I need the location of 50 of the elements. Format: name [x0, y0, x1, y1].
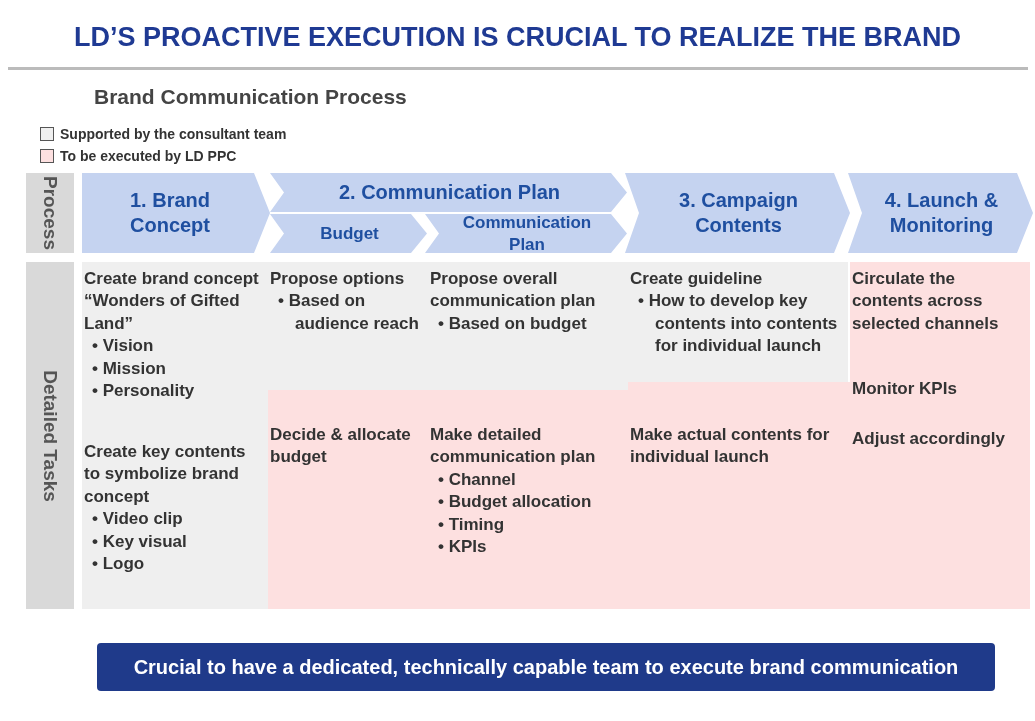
process-step-banner — [270, 173, 627, 212]
step-title: 1. Brand Concept — [129, 188, 211, 238]
task-panel — [628, 262, 848, 382]
band-label: Process — [39, 176, 61, 250]
legend-text: Supported by the consultant team — [60, 126, 287, 142]
task-text: Create key contents to symbolize brand concept — [84, 441, 247, 508]
step-title: 4. Launch & Monitoring — [883, 188, 1000, 238]
task-text: Create brand concept “Wonders of Gifted Land” — [84, 268, 260, 335]
task-text: Make actual contents for individual launch — [630, 424, 831, 469]
bullet-item: • Personality — [92, 380, 196, 403]
task-text: Create guideline — [630, 268, 763, 290]
bullet-item: • Mission — [92, 357, 167, 380]
task-text: Make detailed communication plan — [430, 424, 597, 469]
bullet-item: • KPIs — [438, 536, 488, 559]
bullet-item: • Vision — [92, 335, 155, 358]
side-band — [26, 262, 74, 609]
process-step-banner — [425, 214, 627, 253]
task-text: Propose options — [270, 268, 405, 290]
step-title: 2. Communication Plan — [337, 180, 562, 205]
bullet-item: • Logo — [92, 553, 146, 576]
bullet-item: • Timing — [438, 513, 506, 536]
step-title: Budget — [319, 222, 380, 245]
step-title: Communication Plan — [461, 214, 593, 253]
task-text: Propose overall communication plan — [430, 268, 597, 313]
band-label: Detailed Tasks — [39, 369, 61, 502]
bullet-item: • Based on budget — [438, 312, 588, 335]
title: LD’S PROACTIVE EXECUTION IS CRUCIAL TO REALIZE THE BRAND — [72, 22, 963, 53]
bullet-item: • Key visual — [92, 530, 188, 553]
bullet-item: • How to develop key contents into contents for individual launch — [638, 290, 839, 358]
step-title: 3. Campaign Contents — [678, 188, 799, 238]
subtitle: Brand Communication Process — [94, 85, 407, 109]
side-band — [26, 173, 74, 253]
bullet-item: • Budget allocation — [438, 491, 593, 514]
process-step-banner — [625, 173, 850, 253]
process-step-banner — [270, 214, 427, 253]
bullet-item: • Based on audience reach — [278, 290, 420, 335]
process-step-banner — [82, 173, 270, 253]
task-text: Decide & allocate budget — [270, 424, 412, 469]
task-text: Circulate the contents across selected channels — [852, 268, 1000, 335]
task-panel — [268, 390, 428, 609]
task-panel — [850, 262, 1030, 372]
bullet-item: • Channel — [438, 468, 517, 491]
legend-text: To be executed by LD PPC — [60, 148, 237, 164]
banner-text: Crucial to have a dedicated, technically capable team to execute brand communication — [133, 655, 959, 679]
conclusion-banner — [97, 643, 995, 691]
task-text: Adjust accordingly — [852, 428, 1006, 450]
process-step-banner — [848, 173, 1033, 253]
task-panel — [82, 435, 268, 609]
bullet-item: • Video clip — [92, 508, 184, 531]
task-text: Monitor KPIs — [852, 378, 957, 400]
